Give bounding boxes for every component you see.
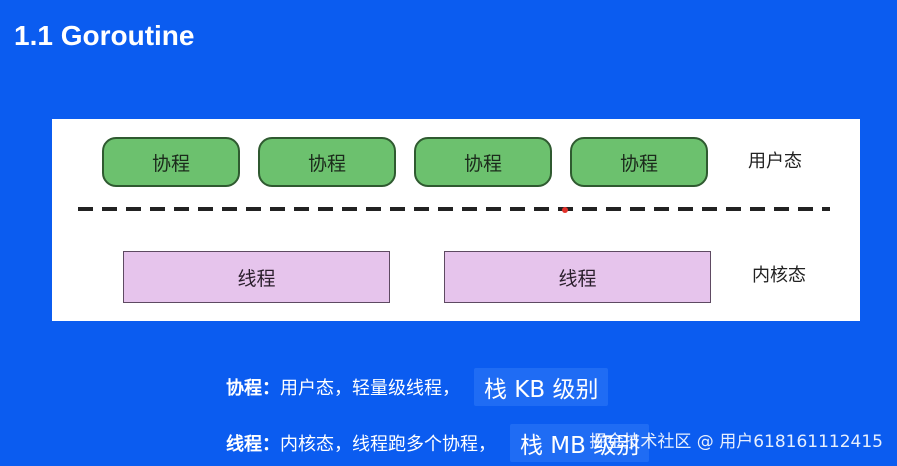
kernel-space-label: 内核态 [752, 265, 806, 286]
thread-box: 线程 [123, 251, 390, 303]
stack-size-highlight: 栈 KB 级别 [474, 368, 609, 406]
pointer-dot [562, 207, 568, 213]
thread-box: 线程 [444, 251, 711, 303]
user-space-label: 用户态 [748, 151, 802, 172]
note-description: 用户态，轻量级线程， [280, 378, 460, 399]
slide-title: 1.1 Goroutine [14, 20, 195, 51]
user-kernel-divider [78, 207, 830, 211]
coroutine-box: 协程 [102, 137, 240, 187]
coroutine-box: 协程 [414, 137, 552, 187]
coroutine-box: 协程 [570, 137, 708, 187]
stack-size-highlight: 栈 MB 级别 [510, 424, 650, 462]
coroutine-box: 协程 [258, 137, 396, 187]
note-term: 线程： [226, 434, 280, 455]
watermark: 掘金技术社区 @ 用户618161112415 [589, 432, 883, 452]
goroutine-diagram: 协程 协程 协程 协程 用户态 线程 线程 内核态 [52, 119, 860, 321]
note-term: 协程： [226, 378, 280, 399]
note-description: 内核态，线程跑多个协程， [280, 434, 496, 455]
thread-note: 线程： 内核态，线程跑多个协程， 栈 MB 级别 [226, 424, 650, 462]
coroutine-note: 协程： 用户态，轻量级线程， 栈 KB 级别 [226, 368, 609, 406]
